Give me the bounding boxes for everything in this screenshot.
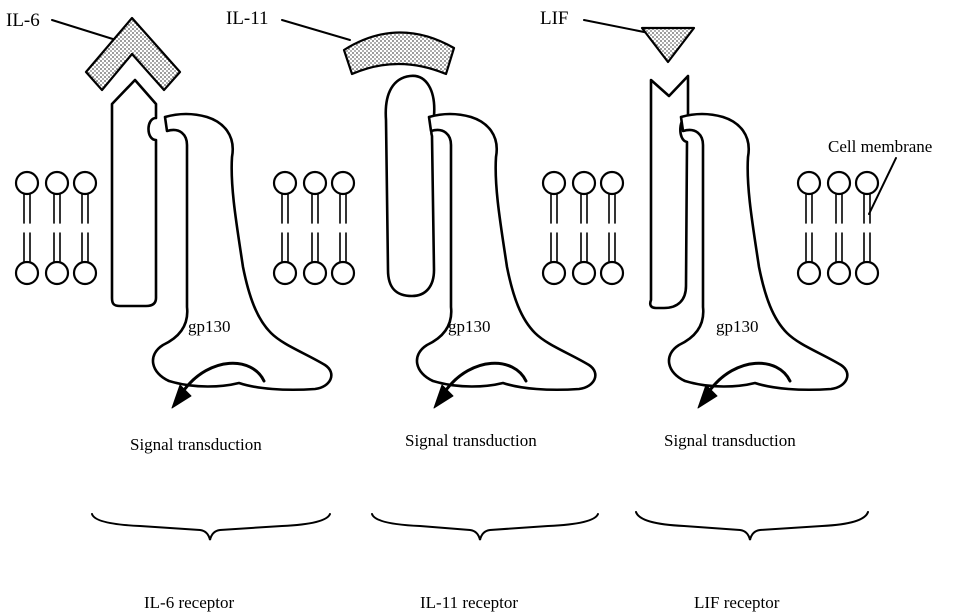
il6-receptor-alpha xyxy=(112,80,156,306)
il11-pointer-line xyxy=(282,20,350,40)
membrane-lipids-2 xyxy=(274,172,354,284)
membrane-lipids-4 xyxy=(798,172,878,284)
lif-signal-label: Signal transduction xyxy=(664,431,796,450)
il11-ligand-arc xyxy=(344,32,454,74)
membrane-lipids-3 xyxy=(543,172,623,284)
il11-gp130 xyxy=(417,114,595,390)
lif-receptor-label: LIF receptor xyxy=(694,593,780,612)
lif-panel: LIF gp130 Signal transduction LIF recept… xyxy=(540,8,868,612)
il11-brace xyxy=(372,514,598,540)
il11-ligand-label: IL-11 xyxy=(226,8,269,29)
il11-receptor-alpha xyxy=(386,76,435,296)
il6-ligand-label: IL-6 xyxy=(6,10,40,31)
il11-gp130-label: gp130 xyxy=(448,317,491,336)
il6-receptor-label: IL-6 receptor xyxy=(144,593,234,612)
cell-membrane-label: Cell membrane xyxy=(828,137,932,156)
il6-gp130-label: gp130 xyxy=(188,317,231,336)
lif-receptor xyxy=(650,76,688,308)
il6-pointer-line xyxy=(52,20,116,40)
il6-signal-label: Signal transduction xyxy=(130,435,262,454)
lif-ligand-triangle xyxy=(642,28,694,62)
lif-brace xyxy=(636,512,868,540)
il11-panel: IL-11 gp130 Signal transduction IL-11 re… xyxy=(226,8,598,612)
il11-receptor-label: IL-11 receptor xyxy=(420,593,518,612)
lif-gp130 xyxy=(669,114,847,390)
lif-ligand-label: LIF xyxy=(540,8,569,29)
membrane-lipids-1 xyxy=(16,172,96,284)
il6-panel: IL-6 gp130 Signal transduction IL-6 rece… xyxy=(6,10,331,612)
il6-brace xyxy=(92,514,330,540)
il6-ligand-chevron xyxy=(86,18,180,90)
lif-gp130-label: gp130 xyxy=(716,317,759,336)
il6-gp130 xyxy=(153,114,331,390)
il11-signal-label: Signal transduction xyxy=(405,431,537,450)
